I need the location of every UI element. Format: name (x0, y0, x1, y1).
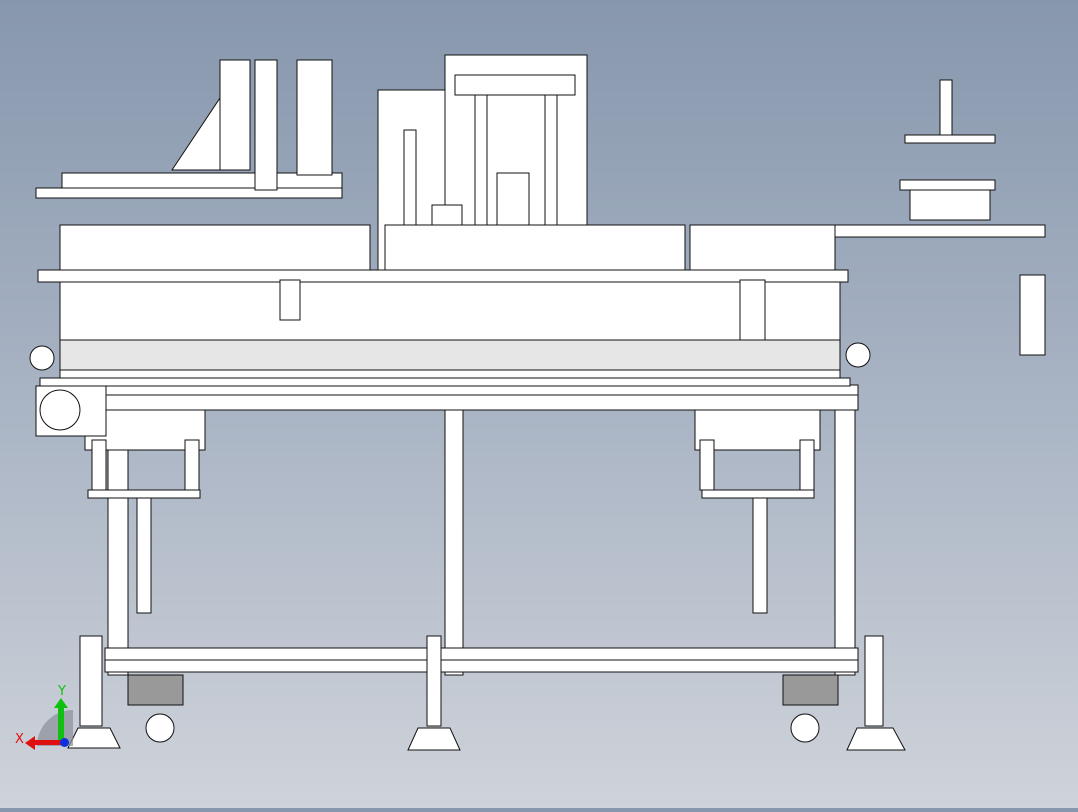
motor (29, 342, 871, 437)
axis-triad: Y X (15, 684, 75, 750)
x-arrow-head-icon (25, 736, 35, 750)
y-arrow-head-icon (54, 698, 68, 708)
y-axis-arrow-icon (58, 706, 64, 744)
main-frame (39, 377, 859, 676)
x-axis-arrow-icon (33, 740, 63, 745)
upper-assembly (35, 54, 1046, 379)
z-axis-dot-icon (60, 738, 69, 747)
y-axis-label: Y (58, 684, 66, 699)
x-axis-label: X (15, 732, 24, 747)
feet (67, 635, 906, 751)
